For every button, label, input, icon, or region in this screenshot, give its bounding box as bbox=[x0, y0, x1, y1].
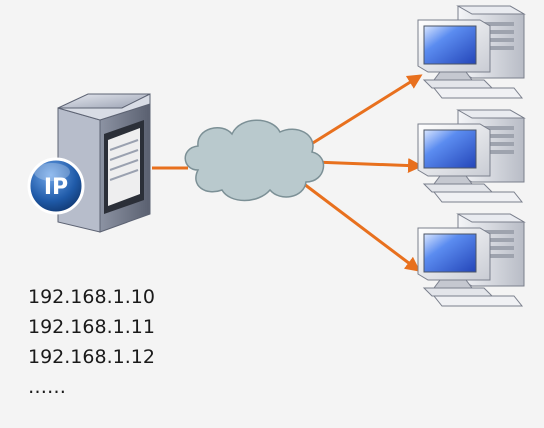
ip-address-item: 192.168.1.10 bbox=[28, 286, 155, 308]
server-icon bbox=[57, 93, 151, 233]
cloud-icon bbox=[184, 119, 325, 202]
ip-address-list: 192.168.1.10 192.168.1.11 192.168.1.12 …… bbox=[28, 282, 155, 402]
cloud-to-client-1-arrow bbox=[307, 74, 423, 148]
ip-address-item: 192.168.1.12 bbox=[28, 346, 155, 368]
client-computer-2-icon bbox=[417, 109, 525, 203]
ip-badge: IP bbox=[27, 157, 85, 215]
cloud-to-client-3-arrow bbox=[303, 182, 421, 272]
client-computer-1-icon bbox=[417, 5, 525, 99]
ip-address-item: 192.168.1.11 bbox=[28, 316, 155, 338]
ip-badge-label: IP bbox=[44, 175, 68, 200]
ip-address-ellipsis: …… bbox=[28, 376, 66, 398]
cloud-to-client-2-arrow bbox=[313, 158, 423, 174]
client-computer-3-icon bbox=[417, 213, 525, 307]
